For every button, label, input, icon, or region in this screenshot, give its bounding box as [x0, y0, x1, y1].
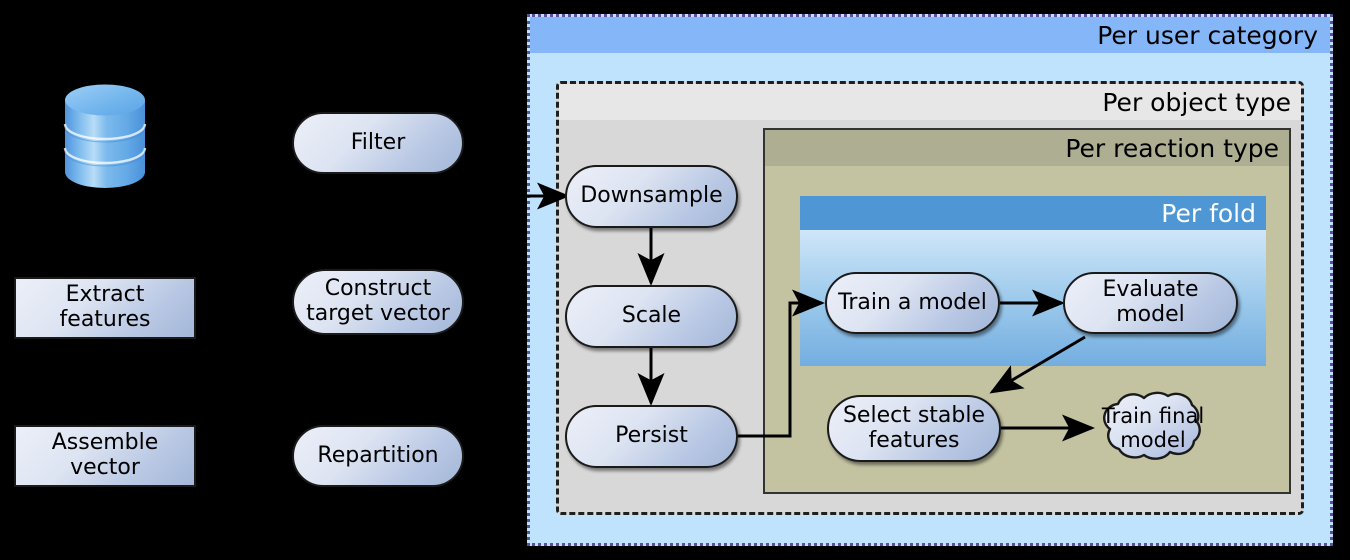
- lane-per-user-category-label: Per user category: [530, 17, 1330, 53]
- database-cylinder-icon: [62, 84, 148, 188]
- node-train-a-model[interactable]: Train a model: [825, 272, 1000, 334]
- node-evaluate-model-label: Evaluate model: [1102, 277, 1199, 327]
- node-evaluate-model[interactable]: Evaluate model: [1063, 272, 1238, 334]
- lane-per-reaction-type-label: Per reaction type: [765, 130, 1289, 166]
- legend-repartition-label: Repartition: [317, 442, 439, 468]
- lane-per-fold-label: Per fold: [800, 196, 1266, 230]
- legend-assemble-vector-node[interactable]: Assemble vector: [14, 425, 196, 487]
- node-train-a-model-label: Train a model: [838, 289, 987, 315]
- node-scale-label: Scale: [621, 303, 682, 329]
- legend-repartition-node[interactable]: Repartition: [292, 425, 464, 487]
- node-downsample[interactable]: Downsample: [565, 165, 738, 228]
- lane-per-object-type-label: Per object type: [559, 84, 1301, 120]
- legend-filter-node[interactable]: Filter: [292, 112, 464, 174]
- legend-extract-features-label: Extract features: [59, 282, 151, 332]
- legend-assemble-vector-label: Assemble vector: [51, 430, 159, 480]
- node-downsample-label: Downsample: [580, 183, 723, 209]
- legend-extract-features-node[interactable]: Extract features: [14, 277, 196, 339]
- legend-filter-label: Filter: [350, 129, 406, 155]
- node-persist[interactable]: Persist: [565, 405, 738, 468]
- node-persist-label: Persist: [615, 423, 688, 449]
- node-scale[interactable]: Scale: [565, 285, 738, 348]
